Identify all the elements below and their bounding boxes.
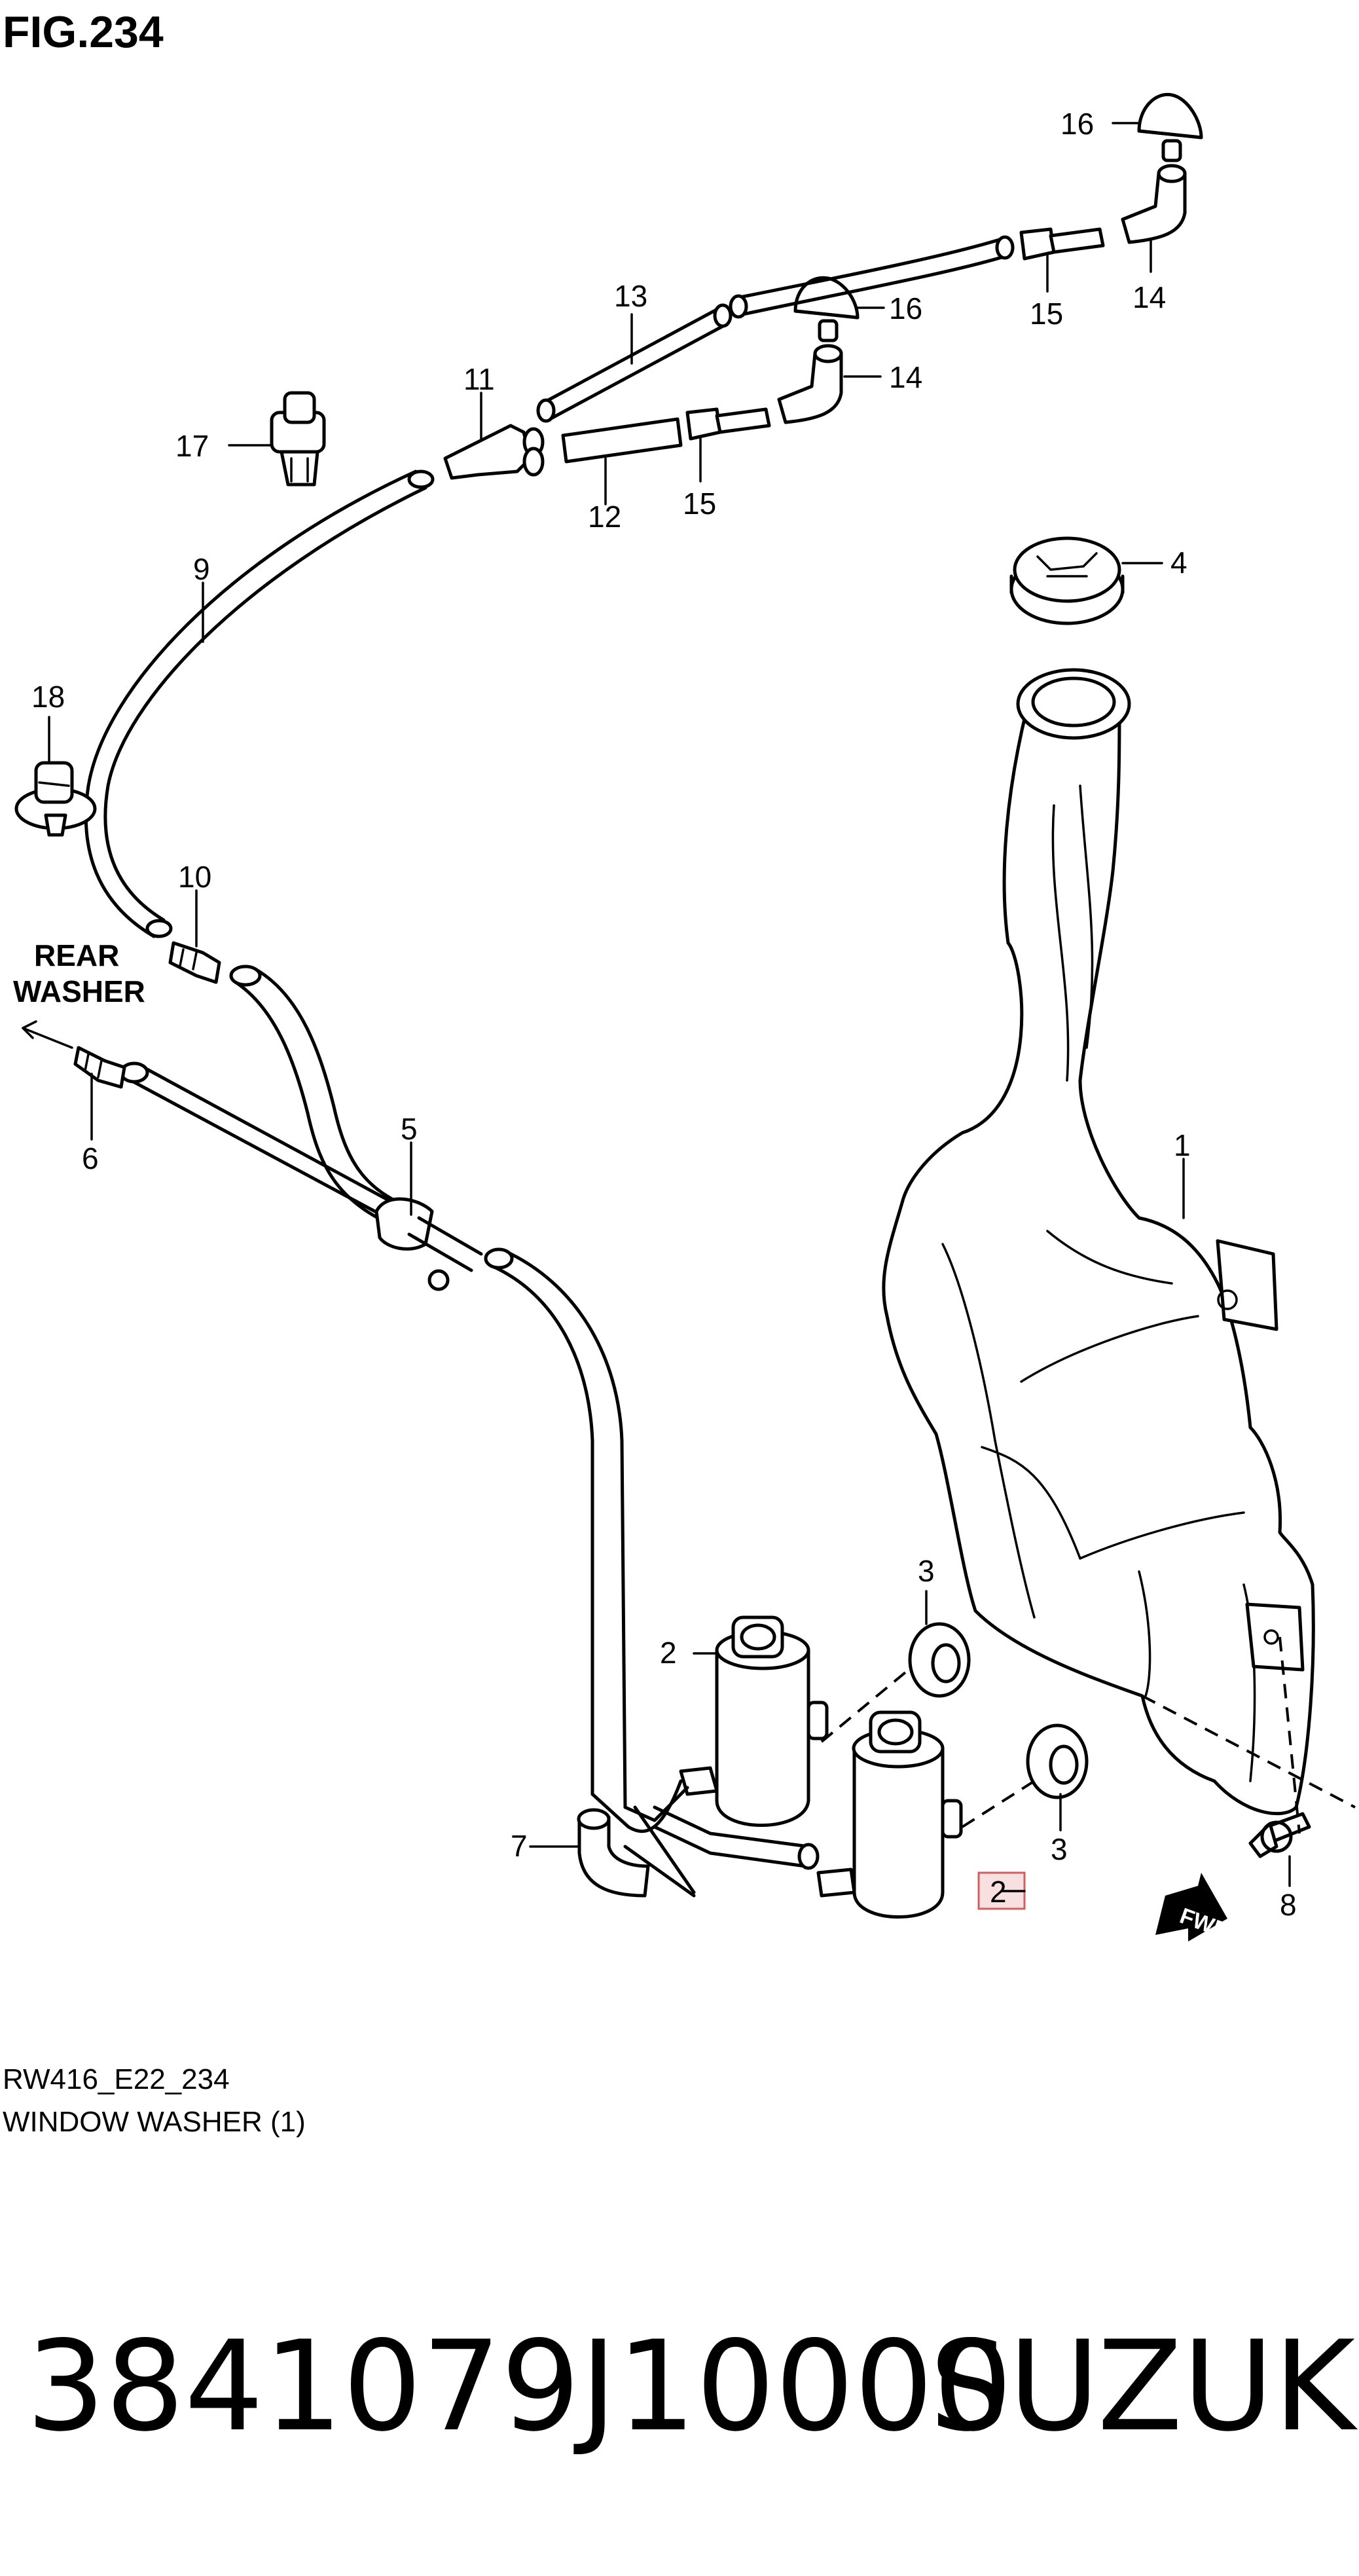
- callout-18: 18: [31, 680, 65, 714]
- callout-2-front: 2: [660, 1636, 677, 1670]
- callout-1: 1: [1174, 1128, 1191, 1162]
- nozzle-lower: [793, 276, 860, 342]
- joint-upper: [1019, 227, 1105, 261]
- tank-cap: [1009, 536, 1125, 625]
- callout-4: 4: [1170, 545, 1187, 580]
- callout-17: 17: [175, 429, 209, 463]
- hose-to-nozzle-lower: [561, 417, 683, 464]
- joint-lower: [685, 407, 771, 441]
- callout-8: 8: [1280, 1888, 1297, 1922]
- figure-title: WINDOW WASHER (1): [3, 2106, 306, 2138]
- grommet-upper: [908, 1622, 971, 1698]
- hose-clip-18: [14, 761, 97, 837]
- callout-leaders: [48, 122, 1291, 1892]
- front-hose: [84, 469, 435, 938]
- callout-2-rear: 2: [990, 1875, 1007, 1909]
- leader-pump1: [820, 1662, 918, 1743]
- callout-3-upper: 3: [918, 1554, 935, 1588]
- main-hose-bundle: [119, 965, 820, 1898]
- grommet-lower: [1026, 1723, 1089, 1799]
- tank-filler-neck: [1016, 668, 1131, 740]
- callout-5: 5: [401, 1112, 418, 1146]
- callout-12: 12: [588, 500, 621, 534]
- callout-16-upper: 16: [1060, 107, 1094, 141]
- washer-tank: [882, 708, 1315, 1816]
- rear-joint: [73, 1046, 126, 1089]
- figure-code: RW416_E22_234: [3, 2063, 230, 2095]
- part-number: 3841079J10000: [26, 2314, 1013, 2459]
- callout-11: 11: [463, 362, 495, 396]
- callout-9: 9: [193, 552, 210, 586]
- hose-upper-right: [729, 235, 1015, 319]
- rear-washer-arrow: [22, 1027, 73, 1049]
- elbow-upper: [1121, 164, 1187, 244]
- three-way-joint: [443, 424, 545, 480]
- callout-16-lower: 16: [889, 291, 922, 325]
- figure-number: FIG.234: [3, 7, 164, 57]
- bolt: [1248, 1812, 1311, 1858]
- hose-to-nozzle-upper: [536, 303, 733, 423]
- callout-7: 7: [511, 1829, 528, 1863]
- leader-bracket-bolt: [1278, 1636, 1301, 1834]
- elbow-lower: [777, 344, 843, 424]
- brand-name: SUZUKI: [930, 2314, 1359, 2459]
- callout-14-lower: 14: [889, 360, 922, 394]
- rear-washer-label-line1: REAR: [34, 938, 119, 972]
- callout-3-lower: 3: [1051, 1832, 1068, 1866]
- callout-10: 10: [178, 860, 211, 894]
- leader-pump2: [961, 1780, 1036, 1828]
- fwd-arrow: FWD: [1155, 1873, 1233, 1944]
- callout-15-upper: 15: [1030, 297, 1063, 331]
- hose-joint: [168, 941, 221, 984]
- callout-13: 13: [614, 279, 647, 313]
- washer-pump-rear: [816, 1710, 963, 1919]
- callout-15-lower: 15: [683, 487, 716, 521]
- callout-6: 6: [82, 1141, 99, 1175]
- nozzle-upper: [1137, 92, 1203, 162]
- callout-14-upper: 14: [1132, 280, 1166, 314]
- hose-clip-17: [270, 391, 326, 487]
- leader-tank-bolt: [1142, 1695, 1356, 1809]
- washer-pump-front: [679, 1615, 829, 1827]
- elbow-joint: [577, 1808, 650, 1898]
- rear-washer-label-line2: WASHER: [13, 974, 145, 1008]
